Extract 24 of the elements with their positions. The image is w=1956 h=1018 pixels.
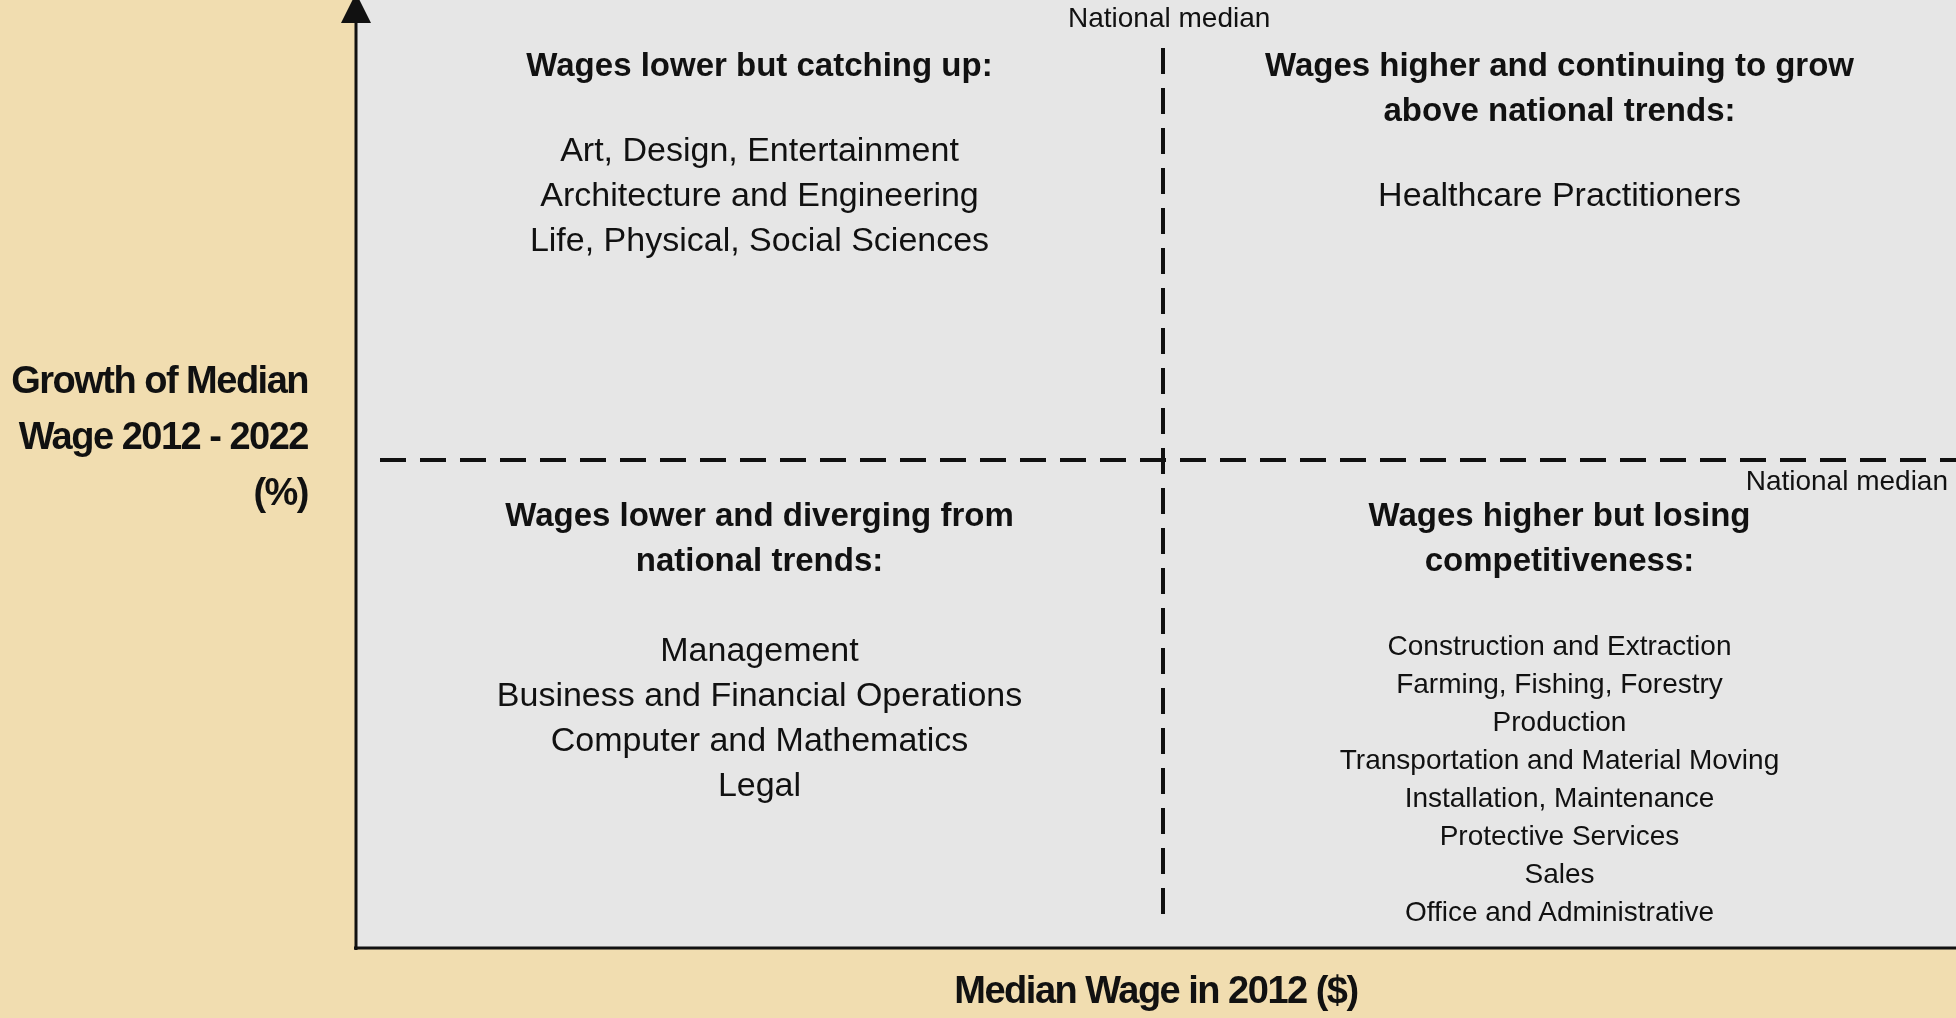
- occupation-label: Production: [1492, 705, 1627, 739]
- occupation-label: Office and Administrative: [1404, 895, 1715, 929]
- median-label: National median: [1745, 465, 1948, 497]
- occupation-label: Installation, Maintenance: [1404, 781, 1715, 815]
- quadrant-heading: Wages lower but catching up:: [525, 45, 994, 85]
- axis-title: Median Wage in 2012 ($): [954, 968, 1358, 1013]
- occupation-label: Art, Design, Entertainment: [560, 129, 959, 170]
- occupation-label: Farming, Fishing, Forestry: [1396, 667, 1723, 701]
- occupation-label: Healthcare Practitioners: [1378, 174, 1741, 215]
- occupation-label: Computer and Mathematics: [550, 719, 969, 760]
- occupation-label: Protective Services: [1439, 819, 1680, 853]
- axis-title: Growth of Median Wage 2012 - 2022 (%): [10, 358, 308, 515]
- occupation-label: Legal: [717, 764, 802, 805]
- occupation-label: Sales: [1524, 857, 1595, 891]
- occupation-label: Architecture and Engineering: [540, 174, 979, 215]
- median-label: National median: [1068, 2, 1271, 34]
- quadrant-heading: Wages lower and diverging from national trends:: [504, 495, 1015, 580]
- quadrant-heading: Wages higher and continuing to grow above national trends:: [1263, 45, 1856, 130]
- occupation-label: Management: [660, 629, 859, 670]
- occupation-label: Life, Physical, Social Sciences: [529, 219, 990, 260]
- occupation-label: Business and Financial Operations: [496, 674, 1023, 715]
- quadrant-heading: Wages higher but losing competitiveness:: [1367, 495, 1752, 580]
- occupation-label: Transportation and Material Moving: [1339, 743, 1780, 777]
- occupation-label: Construction and Extraction: [1387, 629, 1732, 663]
